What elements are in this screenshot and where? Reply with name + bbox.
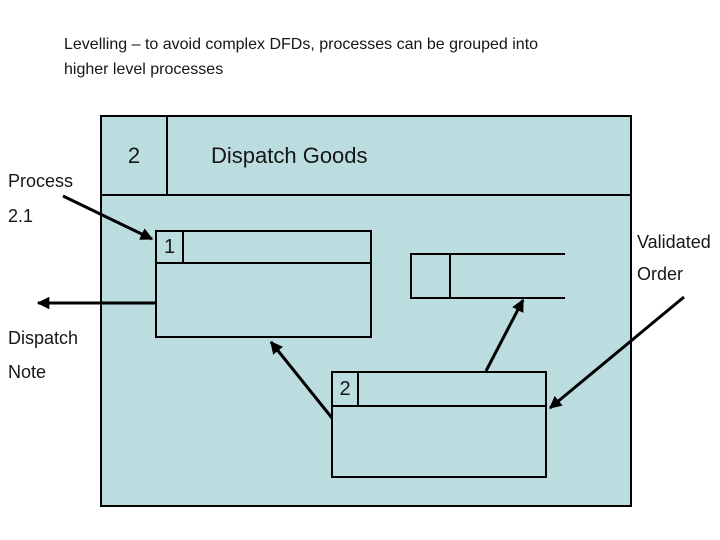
data-store (410, 253, 565, 299)
parent-process-header: 2 Dispatch Goods (102, 117, 630, 196)
data-store-key-cell (412, 255, 451, 297)
sub-process-1-number: 1 (157, 232, 184, 262)
label-process-number: 2.1 (8, 206, 34, 226)
sub-process-1-header: 1 (157, 232, 370, 264)
sub-process-1-box: 1 (155, 230, 372, 338)
sub-process-2-header: 2 (333, 373, 545, 407)
label-note: Note (8, 362, 47, 382)
parent-process-name: Dispatch Goods (211, 142, 368, 168)
parent-process-number: 2 (102, 117, 168, 194)
label-process: Process (8, 171, 74, 191)
label-dispatch: Dispatch (8, 328, 79, 348)
label-validated: Validated (637, 232, 711, 252)
sub-process-2-number: 2 (333, 373, 359, 405)
label-order: Order (637, 264, 684, 284)
slide-title: Levelling – to avoid complex DFDs, proce… (64, 36, 539, 78)
sub-process-2-box: 2 (331, 371, 547, 478)
